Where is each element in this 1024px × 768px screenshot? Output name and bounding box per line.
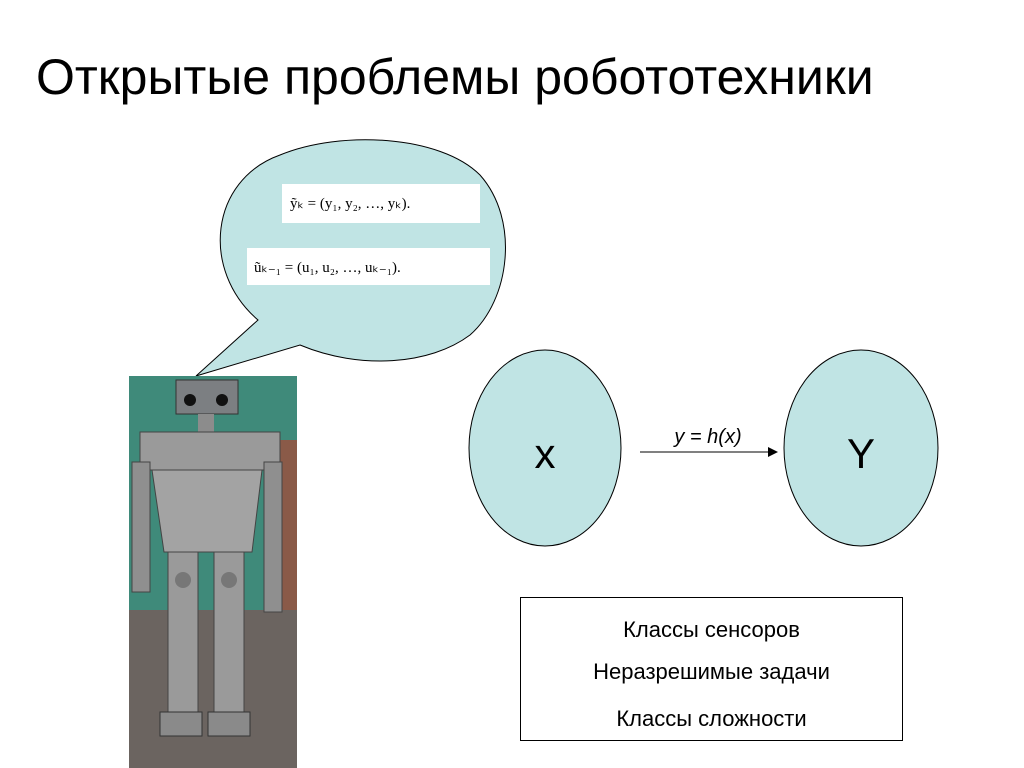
codomain-y-label: Y — [847, 430, 875, 477]
formula-y-text: ỹₖ = (y₁, y₂, …, yₖ). — [290, 196, 410, 212]
robot-knee-left — [175, 572, 191, 588]
topic-complexity-classes: Классы сложности — [616, 706, 807, 731]
robot-shoulders — [139, 431, 281, 471]
formula-y-box — [282, 184, 480, 223]
robot-foot-right — [207, 711, 251, 737]
mapping-function-label: y = h(x) — [672, 426, 741, 448]
slide-title: Открытые проблемы робототехники — [36, 49, 874, 105]
formula-u-text: ũₖ₋₁ = (u₁, u₂, …, uₖ₋₁). — [254, 260, 401, 276]
robot-photo-floor — [129, 610, 297, 768]
robot-arm-right — [263, 461, 283, 613]
topics-box: Классы сенсоров Неразрешимые задачи Клас… — [520, 597, 903, 741]
robot-photo — [129, 376, 297, 768]
robot-arm-left — [131, 461, 151, 593]
robot-torso — [151, 469, 263, 553]
robot-neck — [198, 414, 214, 436]
robot-knee-right — [221, 572, 237, 588]
domain-x-label: x — [535, 430, 556, 477]
formula-u-box — [247, 248, 490, 285]
robot-eye-left — [184, 394, 196, 406]
domain-x-ellipse — [468, 349, 622, 547]
topic-undecidable-problems: Неразрешимые задачи — [593, 659, 830, 684]
mapping-diagram: x Y y = h(x) — [468, 349, 939, 547]
topic-sensor-classes: Классы сенсоров — [623, 617, 800, 642]
robot-foot-left — [159, 711, 203, 737]
codomain-y-ellipse — [783, 349, 939, 547]
mapping-arrow-head — [768, 447, 778, 457]
speech-bubble: ỹₖ = (y₁, y₂, …, yₖ). ũₖ₋₁ = (u₁, u₂, …,… — [195, 139, 506, 377]
robot-eye-right — [216, 394, 228, 406]
